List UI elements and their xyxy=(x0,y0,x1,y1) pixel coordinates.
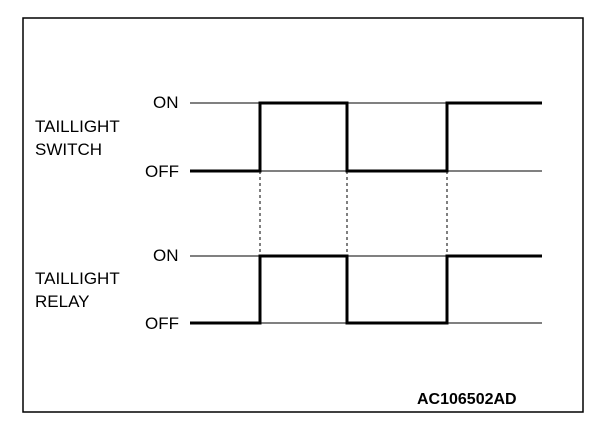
signal-label-line1: TAILLIGHT xyxy=(35,117,120,136)
on-level-label: ON xyxy=(153,246,179,265)
taillight-relay-signal: TAILLIGHT RELAY ON OFF xyxy=(35,246,542,333)
signal-label-line2: SWITCH xyxy=(35,140,102,159)
off-level-label: OFF xyxy=(145,314,179,333)
diagram-code: AC106502AD xyxy=(417,391,517,408)
taillight-switch-signal: TAILLIGHT SWITCH ON OFF xyxy=(35,93,542,181)
off-level-label: OFF xyxy=(145,162,179,181)
relay-waveform xyxy=(190,254,542,325)
on-level-label: ON xyxy=(153,93,179,112)
diagram-frame xyxy=(22,17,584,413)
switch-waveform xyxy=(190,101,542,173)
signal-label-line1: TAILLIGHT xyxy=(35,269,120,288)
signal-label-line2: RELAY xyxy=(35,292,90,311)
transition-markers xyxy=(259,171,448,256)
